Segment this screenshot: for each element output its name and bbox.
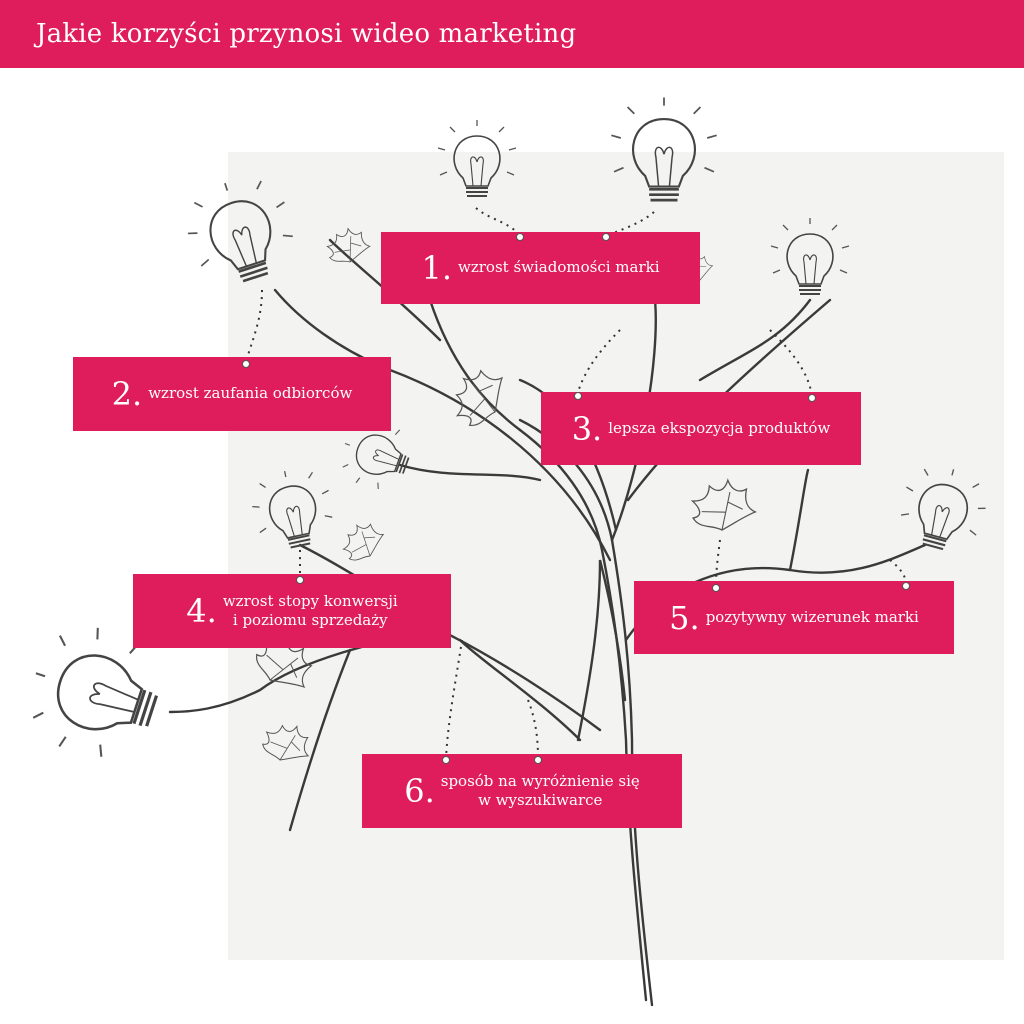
benefit-box-2: 2. wzrost zaufania odbiorców	[73, 357, 391, 431]
benefit-box-3: 3. lepsza ekspozycja produktów	[541, 392, 861, 465]
benefit-number: 5.	[669, 598, 700, 637]
connector-dot	[534, 756, 542, 764]
benefit-box-1: 1. wzrost świadomości marki	[381, 232, 700, 304]
benefit-number: 3.	[571, 409, 603, 448]
lightbulb-icon	[175, 166, 305, 295]
connector-dot	[902, 582, 910, 590]
benefit-label: sposób na wyróżnienie się w wyszukiwarce	[440, 771, 640, 810]
lightbulb-icon	[770, 217, 850, 295]
benefit-label: pozytywny wizerunek marki	[705, 607, 919, 626]
benefit-box-5: 5. pozytywny wizerunek marki	[634, 581, 954, 654]
leaf-icon	[687, 475, 759, 536]
leaf-icon	[322, 223, 373, 269]
connector-dot	[808, 394, 816, 402]
connector-dot	[574, 392, 582, 400]
leaf-icon	[335, 515, 389, 568]
lightbulb-icon	[437, 119, 517, 197]
connector-dot	[602, 233, 610, 241]
header-bar: Jakie korzyści przynosi wideo marketing	[0, 0, 1024, 68]
benefit-number: 1.	[421, 249, 453, 287]
connector-dot	[242, 360, 250, 368]
benefit-box-4: 4. wzrost stopy konwersji i poziomu sprz…	[133, 574, 451, 648]
benefit-label: wzrost stopy konwersji i poziomu sprzeda…	[222, 591, 398, 630]
page-title: Jakie korzyści przynosi wideo marketing	[36, 19, 577, 49]
leaf-icon	[260, 720, 314, 766]
benefit-label: lepsza ekspozycja produktów	[608, 418, 831, 437]
benefit-label: wzrost zaufania odbiorców	[148, 384, 353, 403]
connector-dot	[516, 233, 524, 241]
lightbulb-icon	[892, 457, 995, 559]
connector-dot	[712, 584, 720, 592]
lightbulb-icon	[245, 461, 340, 555]
benefit-number: 2.	[111, 375, 143, 413]
benefit-label: wzrost świadomości marki	[458, 258, 660, 277]
leaf-icon	[444, 360, 513, 434]
connector-dot	[442, 756, 450, 764]
benefit-box-6: 6. sposób na wyróżnienie się w wyszukiwa…	[362, 754, 682, 828]
benefit-number: 6.	[404, 772, 435, 810]
lightbulb-icon	[609, 96, 719, 202]
benefit-number: 4.	[186, 592, 217, 630]
connector-dot	[296, 576, 304, 584]
